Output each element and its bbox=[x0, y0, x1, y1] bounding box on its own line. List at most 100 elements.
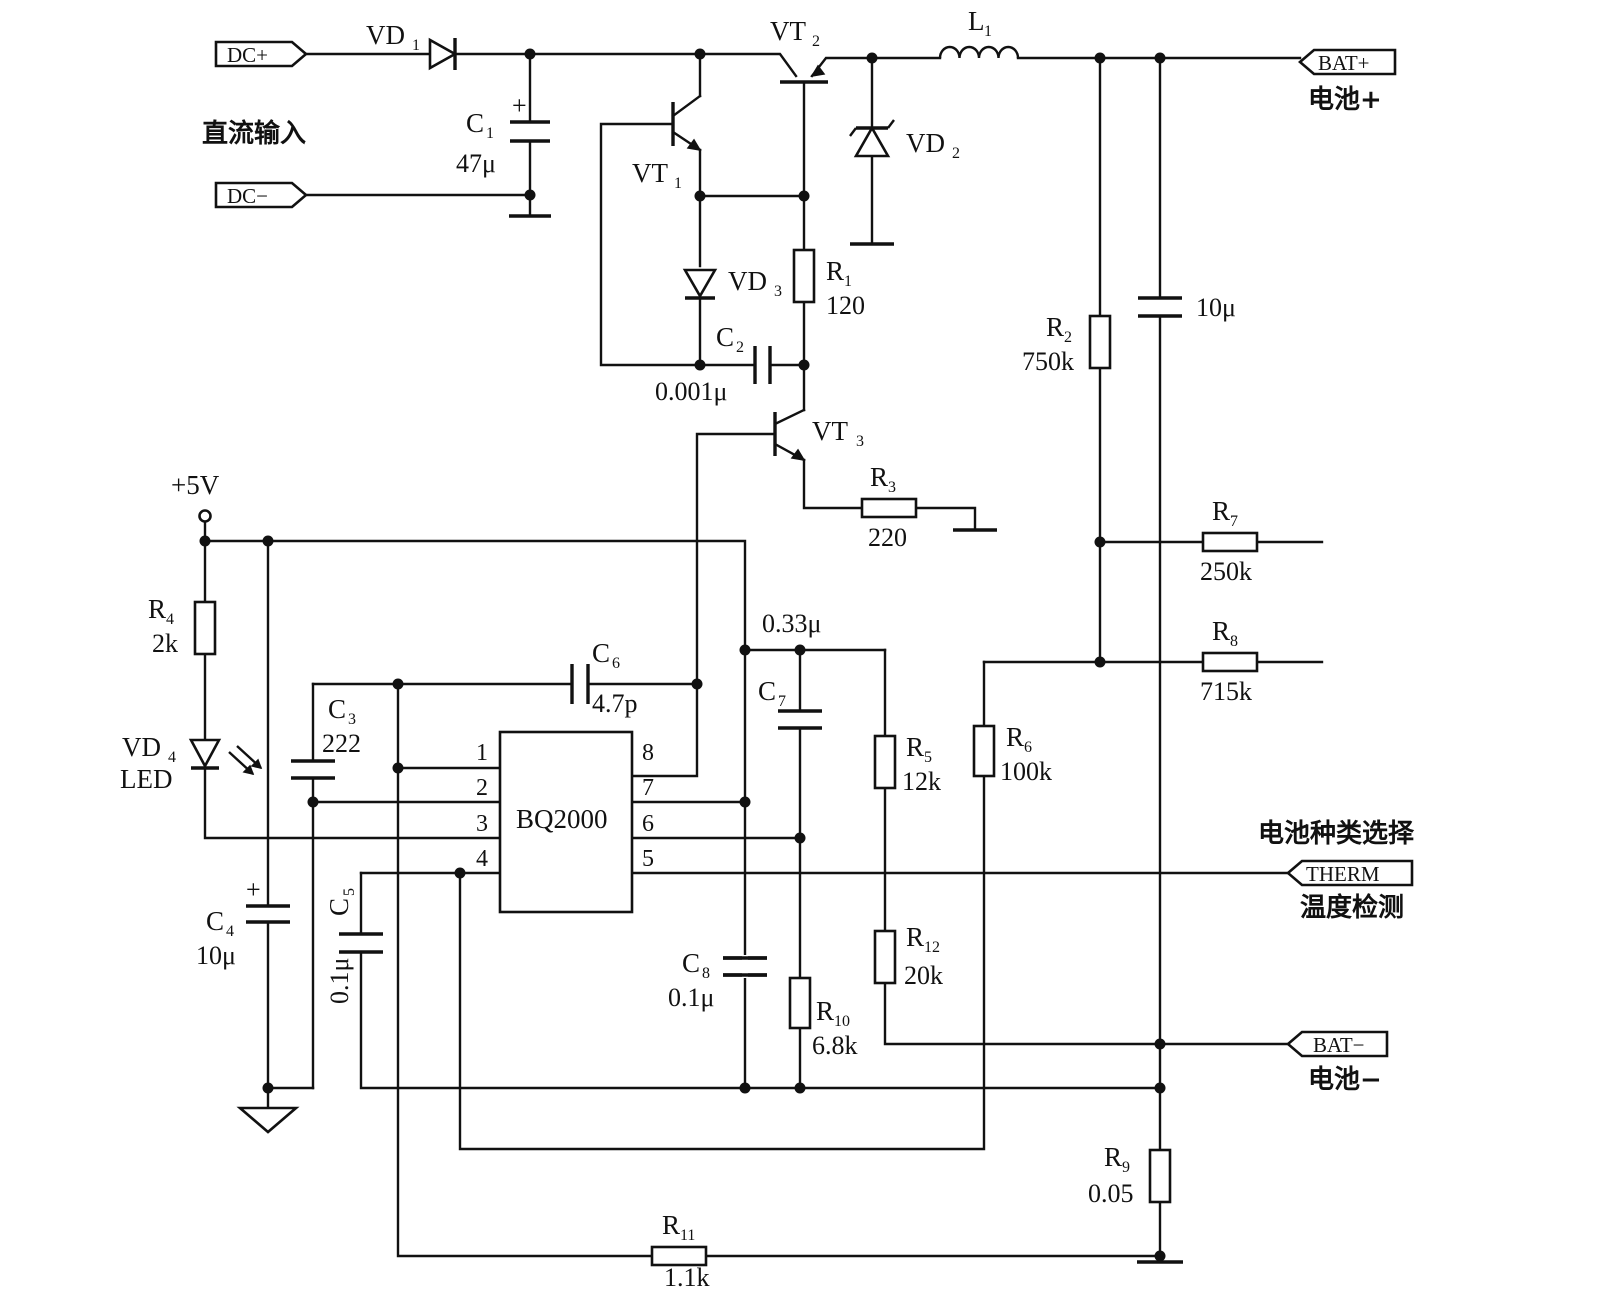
port-dc-minus: DC− bbox=[214, 181, 308, 209]
r4-name: R bbox=[148, 594, 166, 624]
c6-name: C bbox=[592, 638, 610, 668]
r2-value: 750k bbox=[1022, 347, 1074, 376]
ic-pin-1: 1 bbox=[476, 740, 488, 766]
r3-sub: 3 bbox=[888, 479, 896, 496]
r12-sub: 12 bbox=[924, 939, 940, 956]
r1-value: 120 bbox=[826, 291, 865, 320]
note-dc-input: 直流输入 bbox=[202, 118, 306, 149]
c8-name: C bbox=[682, 948, 700, 978]
ground-symbols bbox=[236, 214, 1183, 1264]
ic-pin-2: 2 bbox=[476, 775, 488, 801]
ground-analog bbox=[236, 1106, 300, 1134]
c6-sub: 6 bbox=[612, 655, 620, 672]
c2-value: 0.001μ bbox=[655, 377, 727, 406]
c4-value: 10μ bbox=[196, 941, 236, 970]
resistor-r9: R 9 0.05 bbox=[1088, 1142, 1172, 1208]
resistor-r6: R 6 100k bbox=[972, 722, 1052, 786]
r3-value: 220 bbox=[868, 523, 907, 552]
capacitor-c2: C 2 0.001μ bbox=[655, 322, 772, 406]
port-bat-plus-label: BAT+ bbox=[1318, 51, 1370, 75]
ic-pin-7: 7 bbox=[642, 775, 654, 801]
resistor-r1: R 1 120 bbox=[792, 248, 865, 320]
r11-sub: 11 bbox=[680, 1227, 695, 1244]
capacitor-c1: + C 1 47μ bbox=[456, 91, 550, 178]
c1-value: 47μ bbox=[456, 149, 496, 178]
resistor-r2: R 2 750k bbox=[1022, 312, 1112, 376]
transistor-vt2: VT 2 bbox=[770, 16, 828, 84]
diode-vd2: VD 2 bbox=[849, 119, 960, 162]
r4-value: 2k bbox=[152, 629, 178, 658]
r2-sub: 2 bbox=[1064, 329, 1072, 346]
transistor-vt1: VT 1 bbox=[632, 94, 702, 192]
r12-value: 20k bbox=[904, 961, 943, 990]
wires bbox=[203, 52, 1324, 1264]
r6-value: 100k bbox=[1000, 757, 1052, 786]
ic-name: BQ2000 bbox=[516, 804, 608, 834]
led-vd4: VD 4 LED bbox=[120, 732, 263, 794]
r3-name: R bbox=[870, 462, 888, 492]
capacitor-c7: 0.33μ C 7 bbox=[758, 609, 822, 730]
vt2-sub: 2 bbox=[812, 33, 820, 50]
c6-value: 4.7p bbox=[592, 689, 638, 718]
resistor-r11: R 11 1.1k bbox=[650, 1210, 710, 1289]
port-dc-plus: DC+ bbox=[214, 40, 308, 68]
r9-value: 0.05 bbox=[1088, 1179, 1134, 1208]
r1-name: R bbox=[826, 256, 844, 286]
resistor-r10: R 10 6.8k bbox=[788, 976, 858, 1060]
capacitor-c-out: 10μ bbox=[1138, 293, 1236, 322]
diode-vd3: VD 3 bbox=[682, 266, 782, 300]
c2-name: C bbox=[716, 322, 734, 352]
ic-pin-4: 4 bbox=[476, 846, 488, 872]
note-battery-type-select: 电池种类选择 bbox=[1258, 819, 1415, 849]
vd1-name: VD bbox=[366, 20, 405, 50]
port-therm-label: THERM bbox=[1306, 862, 1380, 886]
resistor-r7: R 7 250k bbox=[1200, 496, 1259, 586]
c5-name: C bbox=[324, 898, 354, 916]
c4-name: C bbox=[206, 906, 224, 936]
r9-name: R bbox=[1104, 1142, 1122, 1172]
port-bat-plus: BAT+ bbox=[1298, 48, 1397, 76]
diode-vd1: VD 1 bbox=[366, 20, 458, 71]
note-battery-minus: 电池− bbox=[1308, 1065, 1382, 1095]
ic-pin-6: 6 bbox=[642, 811, 654, 837]
resistor-r5: R 5 12k bbox=[873, 732, 941, 796]
capacitor-c3: C 3 222 bbox=[291, 694, 361, 780]
vt1-sub: 1 bbox=[674, 175, 682, 192]
ic-bq2000: BQ2000 1 2 3 4 5 6 7 8 bbox=[476, 730, 654, 914]
vd3-sub: 3 bbox=[774, 283, 782, 300]
r8-sub: 8 bbox=[1230, 633, 1238, 650]
r8-value: 715k bbox=[1200, 677, 1252, 706]
r6-sub: 6 bbox=[1024, 739, 1032, 756]
resistor-r3: R 3 220 bbox=[860, 462, 918, 552]
port-dc-plus-label: DC+ bbox=[227, 43, 268, 67]
resistor-r12: R 12 20k bbox=[873, 922, 943, 990]
vd4-led-label: LED bbox=[120, 764, 172, 794]
c7-value: 0.33μ bbox=[762, 609, 821, 638]
ic-pin-5: 5 bbox=[642, 846, 654, 872]
supply-5v-label: +5V bbox=[171, 470, 220, 500]
r7-name: R bbox=[1212, 496, 1230, 526]
c2-sub: 2 bbox=[736, 339, 744, 356]
vd2-name: VD bbox=[906, 128, 945, 158]
c3-sub: 3 bbox=[348, 711, 356, 728]
transistor-vt3: VT 3 bbox=[773, 408, 864, 462]
c8-sub: 8 bbox=[702, 965, 710, 982]
c1-sub: 1 bbox=[486, 125, 494, 142]
r1-sub: 1 bbox=[844, 273, 852, 290]
inductor-l1: L 1 bbox=[938, 6, 1020, 59]
c5-value: 0.1μ bbox=[325, 958, 354, 1004]
r5-sub: 5 bbox=[924, 749, 932, 766]
l1-sub: 1 bbox=[984, 23, 992, 40]
c5-sub: 5 bbox=[341, 888, 358, 896]
r11-value: 1.1k bbox=[664, 1263, 710, 1289]
c3-name: C bbox=[328, 694, 346, 724]
vd3-name: VD bbox=[728, 266, 767, 296]
junction-dots bbox=[199, 48, 1166, 1262]
c4-sub: 4 bbox=[226, 923, 234, 940]
resistor-r4: R 4 2k bbox=[148, 594, 217, 658]
r2-name: R bbox=[1046, 312, 1064, 342]
c-out-value: 10μ bbox=[1196, 293, 1236, 322]
vt3-sub: 3 bbox=[856, 433, 864, 450]
r5-name: R bbox=[906, 732, 924, 762]
